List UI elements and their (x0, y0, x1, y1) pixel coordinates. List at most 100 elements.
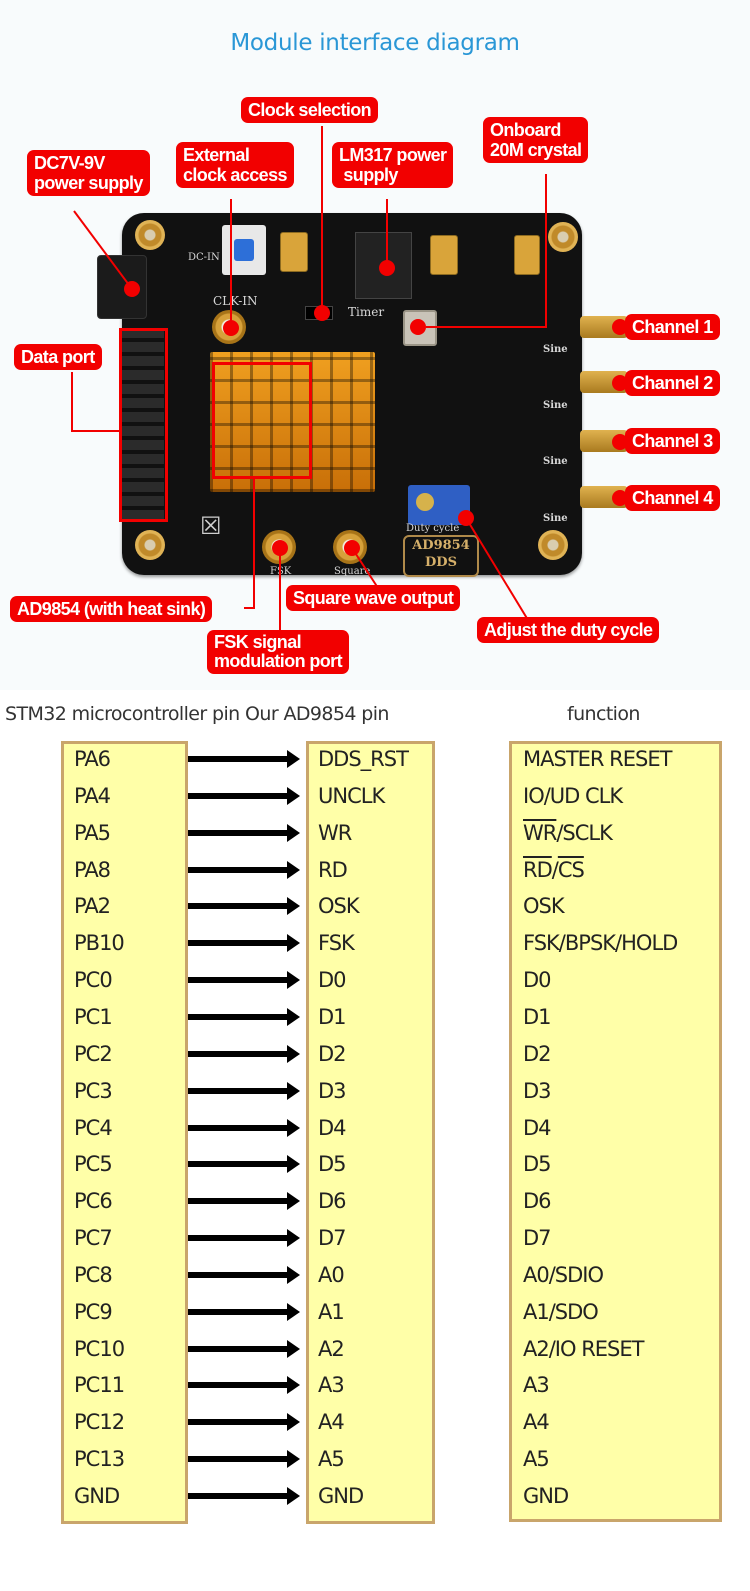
ad9854-pin: OSK (318, 894, 360, 918)
dc-power-marker (124, 281, 140, 297)
ad9854-pin: WR (318, 821, 352, 845)
pin-function: WR/SCLK (523, 821, 613, 845)
badge-line-2: DDS (425, 555, 457, 570)
pin-function: GND (523, 1484, 569, 1508)
data-port-header (122, 330, 164, 520)
mapping-arrow (188, 1340, 300, 1358)
pin-function: D1 (523, 1005, 552, 1029)
mapping-arrow (188, 1082, 300, 1100)
ad9854-pin: DDS_RST (318, 747, 409, 771)
callout-line: modulation port (214, 651, 343, 671)
stm32-pin: PA2 (74, 894, 111, 918)
stm32-pin: GND (74, 1484, 120, 1508)
callout-line: FSK signal (214, 632, 302, 652)
mapping-arrow (188, 1450, 300, 1468)
header-function: function (567, 703, 640, 725)
overlined-signal: WR (523, 821, 557, 845)
stm32-pin: PC0 (74, 968, 113, 992)
ad9854-pin: D3 (318, 1079, 347, 1103)
stm32-pin: PC10 (74, 1337, 125, 1361)
callout-line: LM317 power (339, 145, 447, 165)
callout-line: External (183, 145, 250, 165)
mounting-hole (135, 530, 165, 560)
stm32-pin: PA4 (74, 784, 111, 808)
ad9854-pin: D7 (318, 1226, 347, 1250)
silk-sine-4: Sine (543, 513, 568, 524)
mapping-arrow (188, 1266, 300, 1284)
callout-external-clock: External clock access (176, 142, 294, 188)
pin-function: D4 (523, 1116, 552, 1140)
mapping-arrow (188, 750, 300, 768)
mapping-arrow (188, 787, 300, 805)
callout-crystal: Onboard 20M crystal (483, 117, 589, 163)
callout-line: clock access (183, 165, 288, 185)
heat-sink (210, 352, 375, 492)
tantalum-capacitor (280, 232, 308, 272)
ad9854-pin: GND (318, 1484, 364, 1508)
mapping-arrow (188, 861, 300, 879)
stm32-pin: PC2 (74, 1042, 113, 1066)
pin-function: RD/CS (523, 858, 585, 882)
stm32-pin: PC11 (74, 1373, 125, 1397)
stm32-pin: PC7 (74, 1226, 113, 1250)
header-stm32-ad9854: STM32 microcontroller pin Our AD9854 pin (5, 703, 389, 725)
leader-data-port (71, 372, 119, 432)
mapping-arrow (188, 934, 300, 952)
ad9854-pin: D0 (318, 968, 347, 992)
mapping-arrow (188, 1045, 300, 1063)
channel-2-marker (612, 375, 628, 391)
callout-line: Onboard (490, 120, 561, 140)
pin-function: D7 (523, 1226, 552, 1250)
callout-lm317: LM317 power supply (332, 142, 454, 188)
tantalum-capacitor (430, 235, 458, 275)
mounting-hole (538, 530, 568, 560)
badge-line-1: AD9854 (412, 538, 470, 553)
ad9854-pin: A2 (318, 1337, 345, 1361)
pin-function: D6 (523, 1189, 552, 1213)
mapping-arrow (188, 1487, 300, 1505)
ad9854-dds-badge: AD9854 DDS (403, 535, 479, 577)
silk-sine-3: Sine (543, 456, 568, 467)
leader-crystal (426, 174, 547, 328)
clk-in-marker (223, 320, 239, 336)
stm32-pin: PC13 (74, 1447, 125, 1471)
stm32-pin: PA5 (74, 821, 111, 845)
stm32-pin: PC4 (74, 1116, 113, 1140)
stm32-pin: PA6 (74, 747, 111, 771)
stm32-pin: PB10 (74, 931, 125, 955)
silk-dc-in: DC-IN (188, 252, 220, 263)
stm32-pin: PC8 (74, 1263, 113, 1287)
silk-duty-cycle: Duty cycle (406, 523, 460, 534)
mapping-arrow (188, 897, 300, 915)
pin-function: A3 (523, 1373, 550, 1397)
channel-1-marker (612, 319, 628, 335)
callout-line: power supply (34, 173, 143, 193)
mapping-arrow (188, 1229, 300, 1247)
switch-knob (234, 239, 254, 261)
mapping-arrow (188, 1008, 300, 1026)
pot-marker (458, 510, 474, 526)
data-port-highlight (119, 328, 168, 522)
ad9854-pin-column (306, 741, 435, 1524)
leader-ad9854 (244, 479, 255, 609)
ad9854-pin: D2 (318, 1042, 347, 1066)
ad9854-pin: A3 (318, 1373, 345, 1397)
pin-function: A5 (523, 1447, 550, 1471)
callout-square-output: Square wave output (286, 585, 461, 611)
ad9854-pin: RD (318, 858, 348, 882)
pin-function: OSK (523, 894, 565, 918)
silk-square: Square (334, 566, 371, 577)
callout-ad9854: AD9854 (with heat sink) (10, 596, 213, 622)
ad9854-pin: A1 (318, 1300, 345, 1324)
overlined-signal: CS (557, 858, 585, 882)
callout-channel-4: Channel 4 (625, 485, 720, 511)
lm317-marker (379, 260, 395, 276)
crystal-marker (410, 319, 426, 335)
square-marker (344, 540, 360, 556)
ad9854-pin: A0 (318, 1263, 345, 1287)
page-title: Module interface diagram (230, 30, 520, 56)
pin-function: D5 (523, 1152, 552, 1176)
mapping-arrow (188, 1303, 300, 1321)
callout-data-port: Data port (14, 344, 102, 370)
mapping-arrow (188, 1376, 300, 1394)
